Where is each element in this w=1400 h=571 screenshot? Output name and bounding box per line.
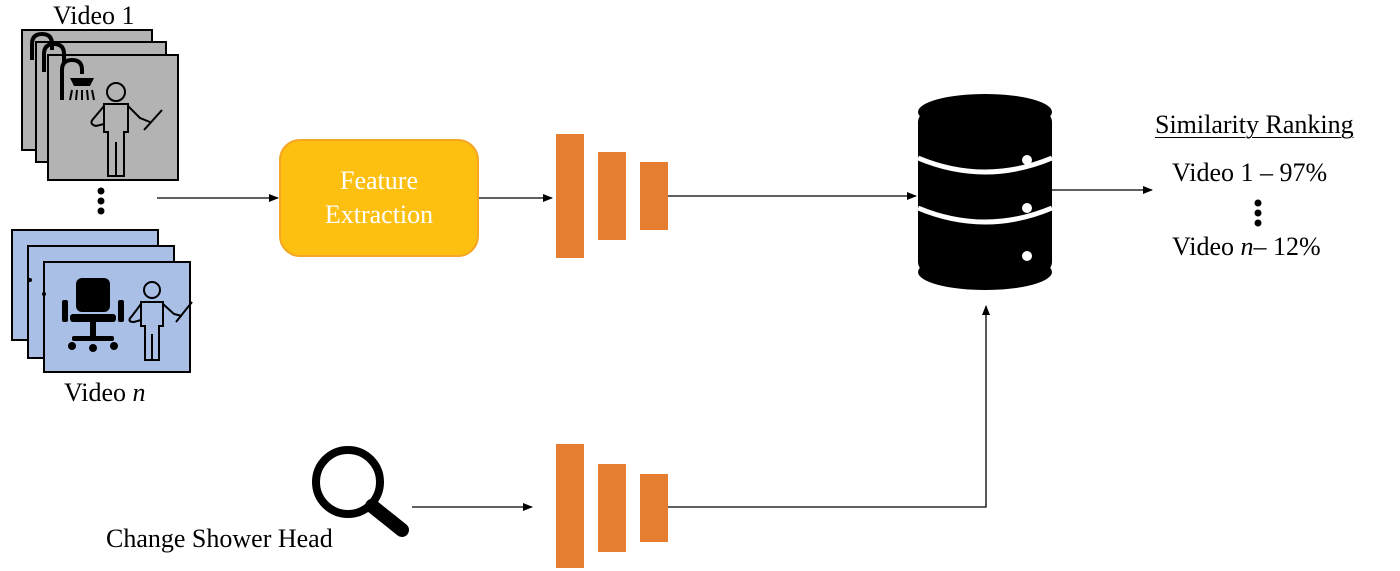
ranking-title: Similarity Ranking [1155,110,1354,139]
shower-pipe-icon [42,41,66,72]
video-n-prefix: Video [64,378,126,407]
embedding-network-top [556,134,668,258]
ranking-last: Video n– 12% [1172,234,1321,260]
feature-extraction-box [279,139,479,257]
video-n-label: Video n [64,380,145,406]
presenter-icon [90,82,163,177]
network-layer [640,474,668,542]
video-n-stack [11,229,193,373]
ranking-last-prefix: Video [1172,232,1234,261]
ellipsis-dots-icon [97,187,105,215]
video-frame [43,261,191,373]
ranking-first: Video 1 – 97% [1172,158,1328,187]
network-layer [598,464,626,552]
ranking-last-var: n [1240,232,1254,261]
network-layer [556,134,584,258]
network-layer [598,152,626,240]
network-layer [640,162,668,230]
presenter-icon [128,281,193,361]
arrow-query-to-database [668,305,990,508]
shower-pipe-icon [30,31,54,60]
video-1-label: Video 1 [53,1,135,30]
network-layer [556,444,584,568]
search-icon [312,446,409,537]
shower-head-icon [60,57,95,101]
embedding-network-bottom [556,444,668,568]
video-n-var: n [132,378,146,407]
ranking-ellipsis-icon [1254,199,1262,227]
video-1-stack [21,29,179,181]
ranking-last-suffix: – 12% [1253,232,1321,261]
video-frame [47,54,179,181]
database-icon [917,94,1053,290]
office-chair-icon [62,278,124,352]
query-label: Change Shower Head [106,524,333,553]
